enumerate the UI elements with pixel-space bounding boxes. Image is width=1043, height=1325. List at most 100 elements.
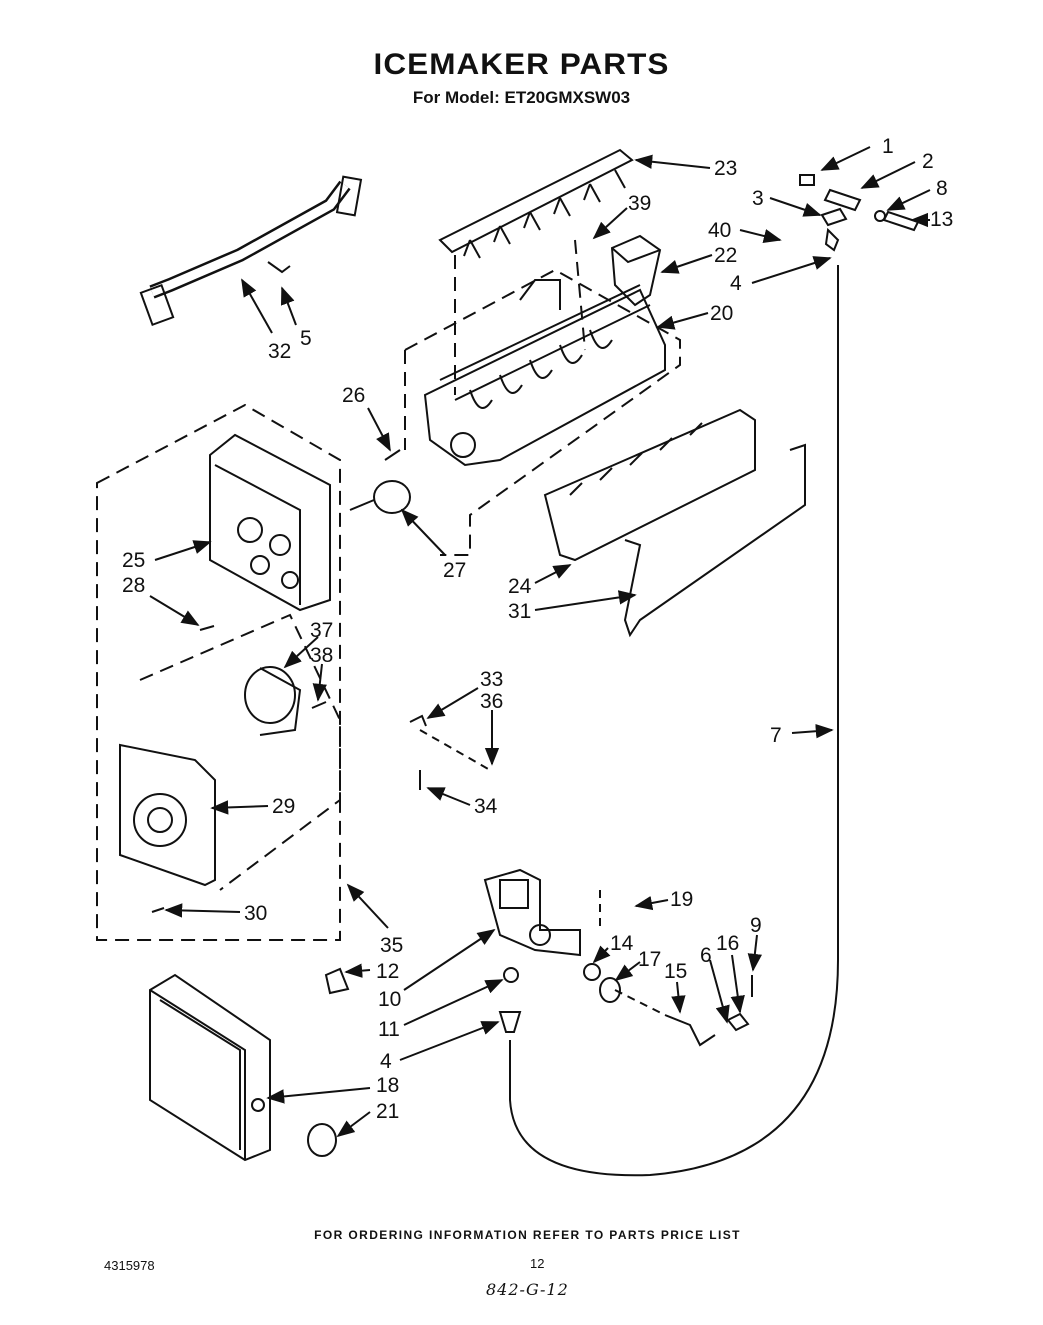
insert-4-part <box>498 1011 522 1033</box>
ordering-note: FOR ORDERING INFORMATION REFER TO PARTS … <box>314 1228 741 1242</box>
callout-38: 38 <box>310 644 333 667</box>
model-subtitle: For Model: ET20GMXSW03 <box>412 88 631 107</box>
callout-9: 9 <box>750 914 762 937</box>
control-housing-part <box>209 433 331 612</box>
leader-6 <box>709 959 730 1024</box>
callout-24: 24 <box>508 575 532 598</box>
callout-28: 28 <box>122 574 145 597</box>
callout-19: 19 <box>670 888 693 911</box>
leader-35 <box>346 883 389 929</box>
leader-29 <box>210 800 269 815</box>
leader-40 <box>739 229 782 244</box>
callout-26: 26 <box>342 384 365 407</box>
callout-35: 35 <box>380 934 403 957</box>
screw-30-part <box>151 907 165 913</box>
leader-4-bottom <box>399 1021 500 1061</box>
leader-23 <box>634 154 711 169</box>
callout-29: 29 <box>272 795 295 818</box>
leader-9 <box>747 934 762 972</box>
nut-11-part <box>503 967 519 983</box>
callout-34: 34 <box>474 795 498 818</box>
page-title: ICEMAKER PARTS <box>373 48 670 81</box>
leader-27 <box>400 508 446 556</box>
leader-24 <box>534 564 572 584</box>
front-cover-part <box>149 973 271 1162</box>
callout-25: 25 <box>122 549 145 572</box>
knob-part <box>307 1123 337 1157</box>
leader-37 <box>283 636 319 669</box>
leader-30 <box>164 903 241 918</box>
handwritten-code: 842-G-12 <box>486 1280 569 1299</box>
leader-28 <box>149 595 200 626</box>
leader-10 <box>403 929 496 991</box>
fill-cup-part <box>610 234 662 307</box>
motor-part <box>244 666 302 736</box>
document-number: 4315978 <box>104 1258 155 1273</box>
leader-31 <box>534 590 637 611</box>
callout-37: 37 <box>310 619 333 642</box>
leader-33 <box>426 687 479 719</box>
callout-8: 8 <box>936 177 948 200</box>
leader-8 <box>886 189 931 211</box>
callout-6: 6 <box>700 944 712 967</box>
callout-20: 20 <box>710 302 733 325</box>
leader-2 <box>860 161 916 189</box>
leader-25 <box>154 540 212 561</box>
leader-7 <box>791 724 834 739</box>
leader-19 <box>634 895 669 911</box>
wire-nut-part <box>324 967 350 995</box>
callout-13: 13 <box>930 208 953 231</box>
leader-4-top <box>751 256 832 284</box>
leader-12 <box>344 963 371 978</box>
leader-17 <box>614 961 641 982</box>
callout-36: 36 <box>480 690 503 713</box>
callout-16: 16 <box>716 932 739 955</box>
leader-14 <box>592 945 611 964</box>
heater-element-part <box>623 443 806 638</box>
page-number: 12 <box>530 1256 545 1271</box>
callout-23: 23 <box>714 157 737 180</box>
leader-39 <box>592 207 628 240</box>
callout-18: 18 <box>376 1074 399 1097</box>
wiring-harness-part <box>139 175 363 327</box>
callout-4-bottom: 4 <box>380 1050 392 1073</box>
callout-11: 11 <box>378 1018 400 1041</box>
callout-33: 33 <box>480 668 503 691</box>
clamp-16-part <box>726 1012 750 1032</box>
leader-22 <box>660 254 713 274</box>
screw-28-part <box>199 625 215 631</box>
callout-5: 5 <box>300 327 312 350</box>
water-valve-part <box>483 868 601 957</box>
callout-22: 22 <box>714 244 737 267</box>
leader-20 <box>656 312 709 330</box>
leader-11 <box>403 979 504 1026</box>
callout-30: 30 <box>244 902 267 925</box>
callout-21: 21 <box>376 1100 399 1123</box>
thermostat-part <box>349 449 411 514</box>
callout-14: 14 <box>610 932 634 955</box>
leader-18 <box>266 1087 371 1104</box>
callout-2: 2 <box>922 150 934 173</box>
ejector-comb-part <box>438 148 634 259</box>
callout-10: 10 <box>378 988 401 1011</box>
tube-15-part <box>664 1014 716 1047</box>
callout-32: 32 <box>268 340 291 363</box>
screw-38-part <box>311 701 327 709</box>
leader-1 <box>820 146 871 171</box>
leader-32 <box>241 278 273 334</box>
leader-34 <box>426 787 471 806</box>
mounting-plate-part <box>119 743 216 887</box>
screw-36-part <box>419 729 491 771</box>
leader-16 <box>730 954 745 1014</box>
leader-3 <box>769 197 822 217</box>
callout-40: 40 <box>708 219 731 242</box>
callout-17: 17 <box>638 948 661 971</box>
leader-5 <box>280 286 297 326</box>
grommet-17-part <box>599 977 621 1003</box>
nut-14-part <box>583 963 601 981</box>
leader-26 <box>367 407 391 452</box>
callout-27: 27 <box>443 559 466 582</box>
leader-21 <box>336 1111 371 1138</box>
clip-33-part <box>409 714 427 727</box>
